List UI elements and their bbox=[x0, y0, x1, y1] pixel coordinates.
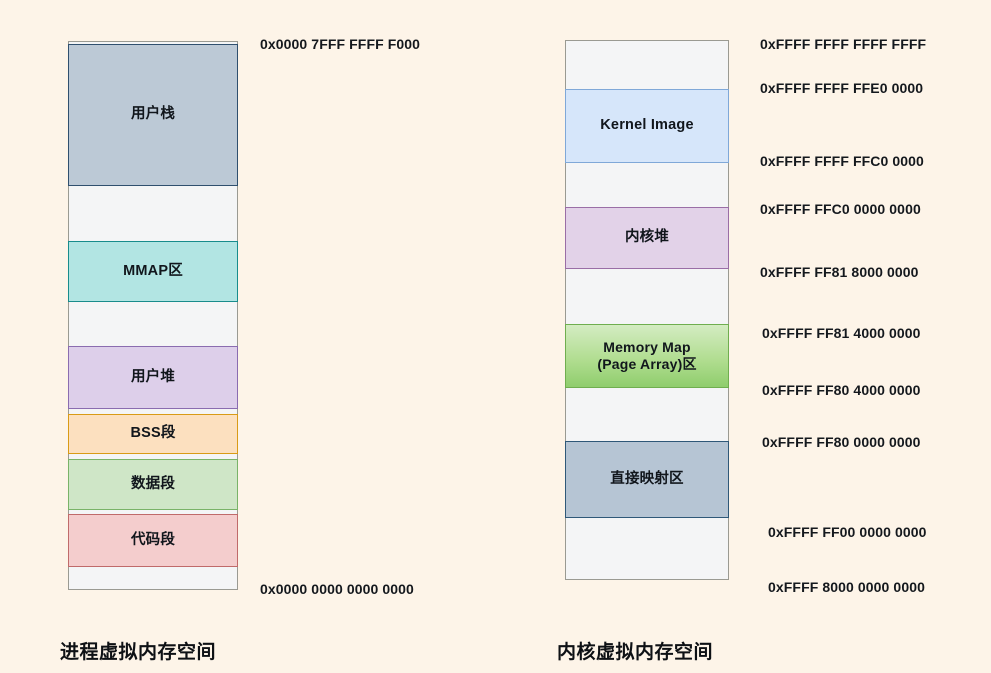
region-memory-map-page-array: Memory Map (Page Array)区 bbox=[565, 324, 729, 388]
region-direct-mapping: 直接映射区 bbox=[565, 441, 729, 518]
region-code-segment: 代码段 bbox=[68, 514, 238, 567]
address-label-kernel-2: 0xFFFF FFFF FFC0 0000 bbox=[760, 153, 924, 169]
address-label-kernel-5: 0xFFFF FF81 4000 0000 bbox=[762, 325, 921, 341]
address-label-kernel-6: 0xFFFF FF80 4000 0000 bbox=[762, 382, 921, 398]
region-kernel-image: Kernel Image bbox=[565, 89, 729, 163]
caption-process-virtual-memory: 进程虚拟内存空间 bbox=[60, 642, 217, 663]
region-bss-segment: BSS段 bbox=[68, 414, 238, 454]
address-label-kernel-9: 0xFFFF 8000 0000 0000 bbox=[768, 579, 925, 595]
region-kernel-heap: 内核堆 bbox=[565, 207, 729, 269]
region-user-stack: 用户栈 bbox=[68, 44, 238, 186]
address-label-kernel-4: 0xFFFF FF81 8000 0000 bbox=[760, 264, 919, 280]
address-label-kernel-8: 0xFFFF FF00 0000 0000 bbox=[768, 524, 927, 540]
caption-kernel-virtual-memory: 内核虚拟内存空间 bbox=[557, 642, 714, 663]
address-label-kernel-0: 0xFFFF FFFF FFFF FFFF bbox=[760, 36, 927, 52]
address-label-kernel-1: 0xFFFF FFFF FFE0 0000 bbox=[760, 80, 924, 96]
region-user-heap: 用户堆 bbox=[68, 346, 238, 409]
address-label-kernel-7: 0xFFFF FF80 0000 0000 bbox=[762, 434, 921, 450]
address-label-kernel-3: 0xFFFF FFC0 0000 0000 bbox=[760, 201, 921, 217]
address-label-process-bottom: 0x0000 0000 0000 0000 bbox=[260, 581, 414, 597]
region-data-segment: 数据段 bbox=[68, 459, 238, 510]
address-label-process-top: 0x0000 7FFF FFFF F000 bbox=[260, 36, 421, 52]
region-mmap: MMAP区 bbox=[68, 241, 238, 302]
